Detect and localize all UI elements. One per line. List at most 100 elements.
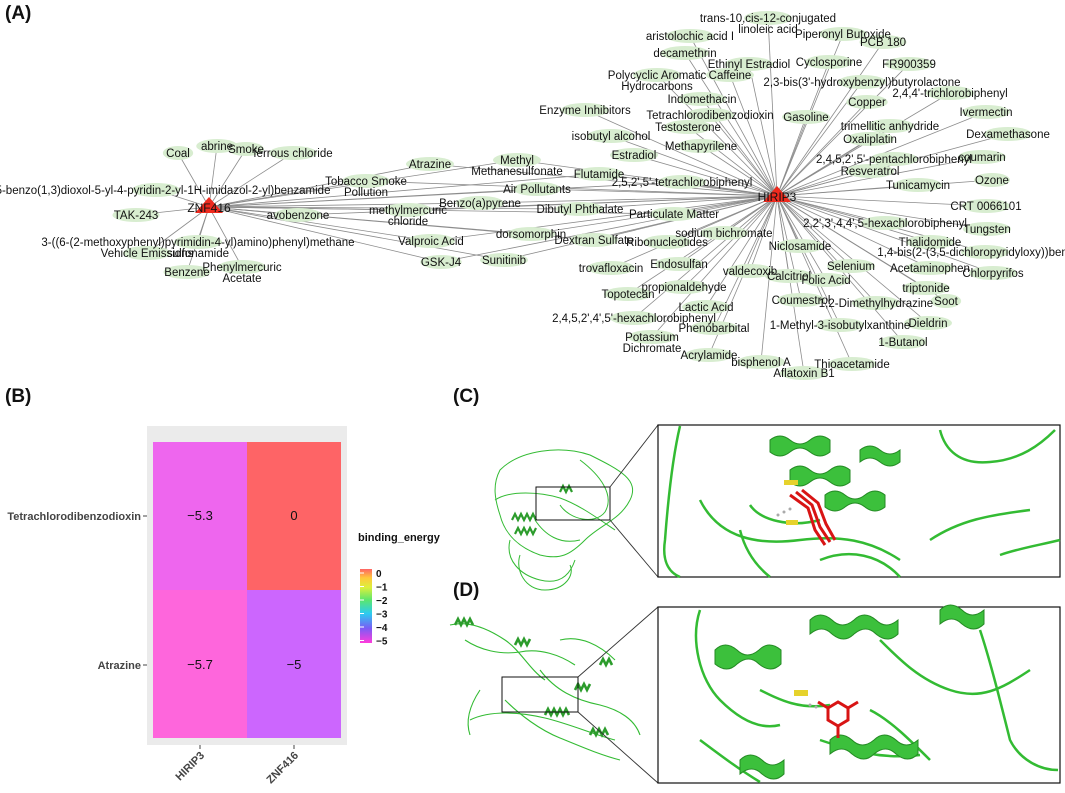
heatmap-cell-atrazine-znf416 xyxy=(247,590,341,738)
node-oxaliplatin xyxy=(846,132,894,146)
network-edge xyxy=(584,109,778,197)
network-edge xyxy=(776,195,994,274)
binding-energy-heatmap: −5.3 0 −5.7 −5 Tetrachlorodibenzodioxin … xyxy=(7,426,441,787)
node-label-trovafloxacin: trovafloxacin xyxy=(579,263,644,275)
network-edge xyxy=(748,63,778,197)
node-1-butanol xyxy=(879,335,927,349)
node-label-tunicamycin: Tunicamycin xyxy=(886,180,950,192)
node-folic-acid xyxy=(802,273,850,287)
heatmap-value-atrazine-hirip3: −5.7 xyxy=(187,657,213,672)
panel-d-label: (D) xyxy=(453,580,480,601)
network-edge xyxy=(208,206,442,263)
node-niclosamide xyxy=(776,239,824,253)
helix-cluster-c xyxy=(511,483,573,537)
node-label-benzene: Benzene xyxy=(164,267,209,279)
node-indomethacin xyxy=(678,92,726,106)
network-edge xyxy=(146,206,210,254)
node-estradiol xyxy=(610,148,658,162)
legend-tick-label: −1 xyxy=(376,583,388,594)
node-label-1-2-dimethylhydrazine: 1,2-Dimethylhydrazine xyxy=(819,298,933,310)
node-label-sodium-bichromate: sodium bichromate xyxy=(675,228,772,240)
node-soot xyxy=(930,294,962,308)
network-edge xyxy=(208,152,294,208)
node-coumestrol xyxy=(777,293,825,307)
node-valdecoxib xyxy=(726,264,774,278)
node-dieldrin xyxy=(904,316,952,330)
network-edge xyxy=(208,181,683,208)
node-copper xyxy=(846,95,888,109)
network-edge xyxy=(776,61,830,197)
node-sunitinib xyxy=(480,253,528,267)
node-label-caffeine: Caffeine xyxy=(709,70,752,82)
node-acrylamide xyxy=(685,348,733,362)
network-edge xyxy=(633,154,778,197)
network-edge xyxy=(776,41,884,197)
node-smoke xyxy=(228,142,264,156)
node-methyl-methanesulfonate xyxy=(493,153,541,167)
node-label-trimellitic-anhydride: trimellitic anhydride xyxy=(841,121,939,133)
network-edge xyxy=(776,184,919,197)
node-triptonide xyxy=(902,281,950,295)
heatmap-row-label-tcdd: Tetrachlorodibenzodioxin xyxy=(7,511,141,523)
node-2-5-2-5-tetrachlorobiphenyl xyxy=(658,175,706,189)
node-topotecan xyxy=(604,287,652,301)
node-2-3-bis-3-hydroxybenzyl-butyrolactone xyxy=(838,75,886,89)
network-edge xyxy=(479,195,778,204)
heatmap-cell-atrazine-hirip3 xyxy=(153,590,247,738)
hub-label-znf416: ZNF416 xyxy=(187,201,231,215)
node-label-aflatoxin-b1: Aflatoxin B1 xyxy=(773,368,834,380)
heatmap-cell-tcdd-hirip3 xyxy=(153,442,247,590)
node-air-pollutants xyxy=(513,182,561,196)
node-tak-243 xyxy=(112,208,160,222)
zoom-view-c xyxy=(657,424,1061,578)
node-label-dexamethasone: Dexamethasone xyxy=(966,129,1050,141)
node-label-thalidomide: Thalidomide xyxy=(899,237,962,249)
node-label-dieldrin: Dieldrin xyxy=(909,318,948,330)
node-label-sunitinib: Sunitinib xyxy=(482,255,526,267)
node-methylmercuric-chloride xyxy=(384,203,432,217)
node-valproic-acid xyxy=(407,234,455,248)
node-particulate-matter xyxy=(650,207,698,221)
network-edge xyxy=(208,206,243,268)
network-edge xyxy=(633,195,778,319)
node-3-6-2-methoxyphenyl-pyrimidin-4-yl-amino xyxy=(174,235,222,249)
node-label-4-5-benzo-1-3-dioxol-5-yl-4-pyridin-2-yl: 4-(5-benzo(1,3)dioxol-5-yl-4-pyridin-2-y… xyxy=(0,185,330,197)
node-label-estradiol: Estradiol xyxy=(612,150,657,162)
node-label-copper: Copper xyxy=(848,97,886,109)
legend-tick-label: −5 xyxy=(376,637,388,648)
hub-znf416 xyxy=(195,197,223,213)
node-phenobarbital xyxy=(690,321,738,335)
node-chlorpyrifos xyxy=(969,266,1017,280)
node-isobutyl-alcohol xyxy=(587,129,635,143)
heatmap-col-label-znf416: ZNF416 xyxy=(265,750,302,787)
network-edge xyxy=(700,145,778,197)
node-label-propionaldehyde: propionaldehyde xyxy=(641,282,726,294)
node-label-indomethacin: Indomethacin xyxy=(667,94,736,106)
network-edge xyxy=(684,52,778,197)
node-label-piperonyl-butoxide: Piperonyl Butoxide xyxy=(795,29,891,41)
node-tungsten xyxy=(963,222,1011,236)
node-coumarin xyxy=(958,150,1006,164)
node-thioacetamide xyxy=(828,357,876,371)
network-edge xyxy=(536,188,778,197)
node-label-dextran-sulfate: Dextran Sulfate xyxy=(554,235,633,247)
node-label-smoke: Smoke xyxy=(228,144,264,156)
network-edge xyxy=(776,195,931,243)
network-edge xyxy=(776,195,987,207)
node-resveratrol xyxy=(846,164,894,178)
network-edge xyxy=(776,63,910,197)
node-gsk-j4 xyxy=(420,255,462,269)
network-edge xyxy=(776,195,877,304)
node-label-testosterone: Testosterone xyxy=(655,122,721,134)
network-edge xyxy=(177,152,210,208)
node-tetrachlorodibenzodioxin xyxy=(686,108,734,122)
node-label-enzyme-inhibitors: Enzyme Inhibitors xyxy=(539,105,631,117)
network-edge xyxy=(208,202,481,208)
node-abrine xyxy=(196,139,238,153)
node-label-lactic-acid: Lactic Acid xyxy=(679,302,734,314)
heatmap-value-tcdd-znf416: 0 xyxy=(290,508,297,523)
node-methapyrilene xyxy=(677,139,725,153)
